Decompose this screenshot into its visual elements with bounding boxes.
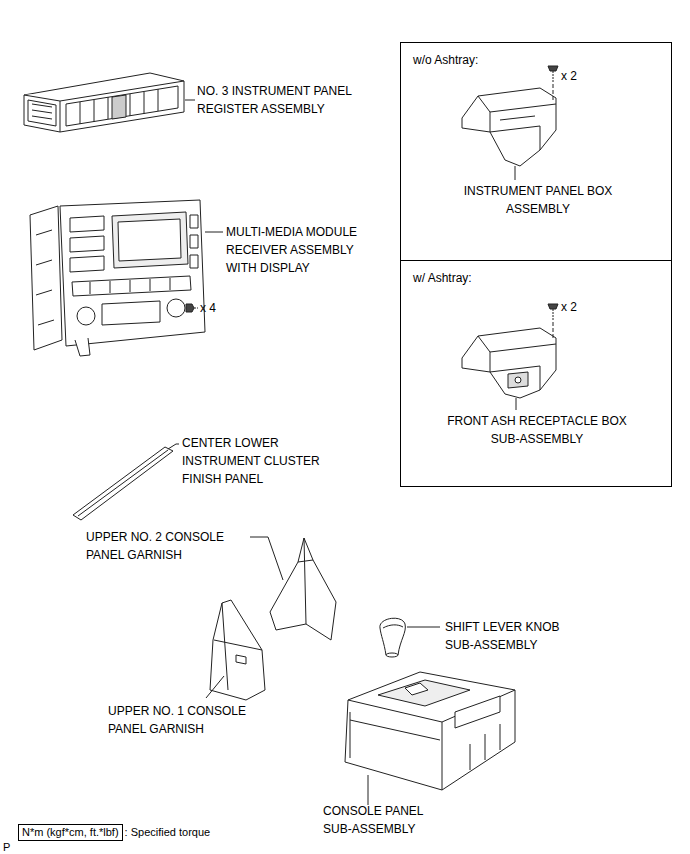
variant-panel: w/ Ashtray: x 2 FRONT ASH RECEPTACLE BOX S… xyxy=(400,260,672,487)
variant-panel: w/o Ashtray: x 2 INSTRUMENT PANEL BOX ASSE… xyxy=(400,42,672,260)
part-name: CENTER LOWER INSTRUMENT CLUSTER FINISH P… xyxy=(182,434,327,488)
knob-drawing xyxy=(380,618,405,657)
leader-line xyxy=(185,100,195,101)
leader-line xyxy=(250,537,283,580)
part-name: UPPER NO. 2 CONSOLE PANEL GARNISH xyxy=(86,528,246,564)
part-name: SHIFT LEVER KNOB SUB-ASSEMBLY xyxy=(445,618,575,654)
screw-symbol xyxy=(186,304,198,312)
leader-line xyxy=(368,775,369,805)
receiver-drawing xyxy=(30,200,205,356)
register-drawing xyxy=(24,73,184,132)
part-name: NO. 3 INSTRUMENT PANEL REGISTER ASSEMBLY xyxy=(197,82,367,118)
leader-line xyxy=(168,444,179,449)
leader-line xyxy=(407,627,440,628)
leader-line xyxy=(515,166,516,180)
leader-line xyxy=(206,676,224,698)
part-name: UPPER NO. 1 CONSOLE PANEL GARNISH xyxy=(108,702,268,738)
part-name: INSTRUMENT PANEL BOX ASSEMBLY xyxy=(453,182,623,218)
part-name: MULTI-MEDIA MODULE RECEIVER ASSEMBLY WIT… xyxy=(226,223,376,277)
quantity-label: x 4 xyxy=(200,299,240,317)
torque-legend-box: N*m (kgf*cm, ft.*lbf) xyxy=(18,824,123,841)
variant-heading: w/o Ashtray: xyxy=(413,51,478,69)
quantity-label: x 2 xyxy=(561,67,577,85)
leader-line xyxy=(205,232,223,233)
ash-receptacle-drawing xyxy=(462,328,556,398)
finish-panel-drawing xyxy=(73,447,173,520)
figure-code: P xyxy=(3,840,23,854)
quantity-label: x 2 xyxy=(561,298,577,316)
screw-symbol xyxy=(548,304,558,340)
part-name: CONSOLE PANEL SUB-ASSEMBLY xyxy=(323,802,438,838)
leader-line xyxy=(516,398,517,410)
part-name: FRONT ASH RECEPTACLE BOX SUB-ASSEMBLY xyxy=(437,412,637,448)
variant-heading: w/ Ashtray: xyxy=(413,269,472,287)
torque-unit: N*m (kgf*cm, ft.*lbf) xyxy=(22,825,119,840)
garnish-drawing xyxy=(270,538,336,640)
console-panel-drawing xyxy=(345,672,515,790)
torque-legend-note: : Specified torque xyxy=(125,825,265,840)
garnish-drawing xyxy=(210,600,265,700)
screw-symbol xyxy=(548,66,558,100)
instrument-box-drawing xyxy=(462,88,556,166)
